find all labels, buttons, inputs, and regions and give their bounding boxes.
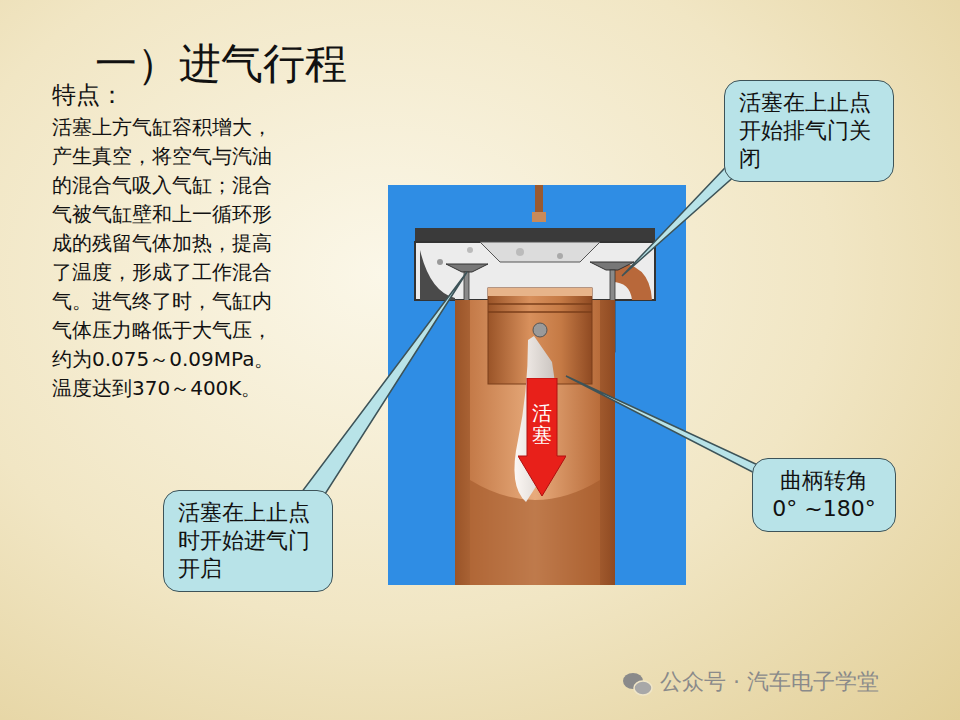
slide-title: 一）进气行程 xyxy=(95,38,347,90)
arrow-text: 活塞 xyxy=(532,402,552,446)
callout-bubble: 活塞在上止点时开始进气门开启 xyxy=(163,490,333,592)
feature-body: 活塞上方气缸容积增大，产生真空，将空气与汽油的混合气吸入气缸；混合气被气缸壁和上… xyxy=(52,113,288,403)
watermark: 公众号 · 汽车电子学堂 xyxy=(660,668,879,696)
arrow-outline xyxy=(518,378,566,496)
callout-text: 活塞在上止点时开始进气门开启 xyxy=(178,499,318,583)
callout-text: 活塞在上止点开始排气门关闭 xyxy=(739,89,879,173)
callout-bubble: 曲柄转角 0° ~180° xyxy=(752,458,896,532)
callout-text: 曲柄转角 0° ~180° xyxy=(767,467,881,523)
piston-arrow: 活塞 xyxy=(518,378,566,496)
callout-bubble: 活塞在上止点开始排气门关闭 xyxy=(724,80,894,182)
feature-heading: 特点： xyxy=(52,80,124,110)
